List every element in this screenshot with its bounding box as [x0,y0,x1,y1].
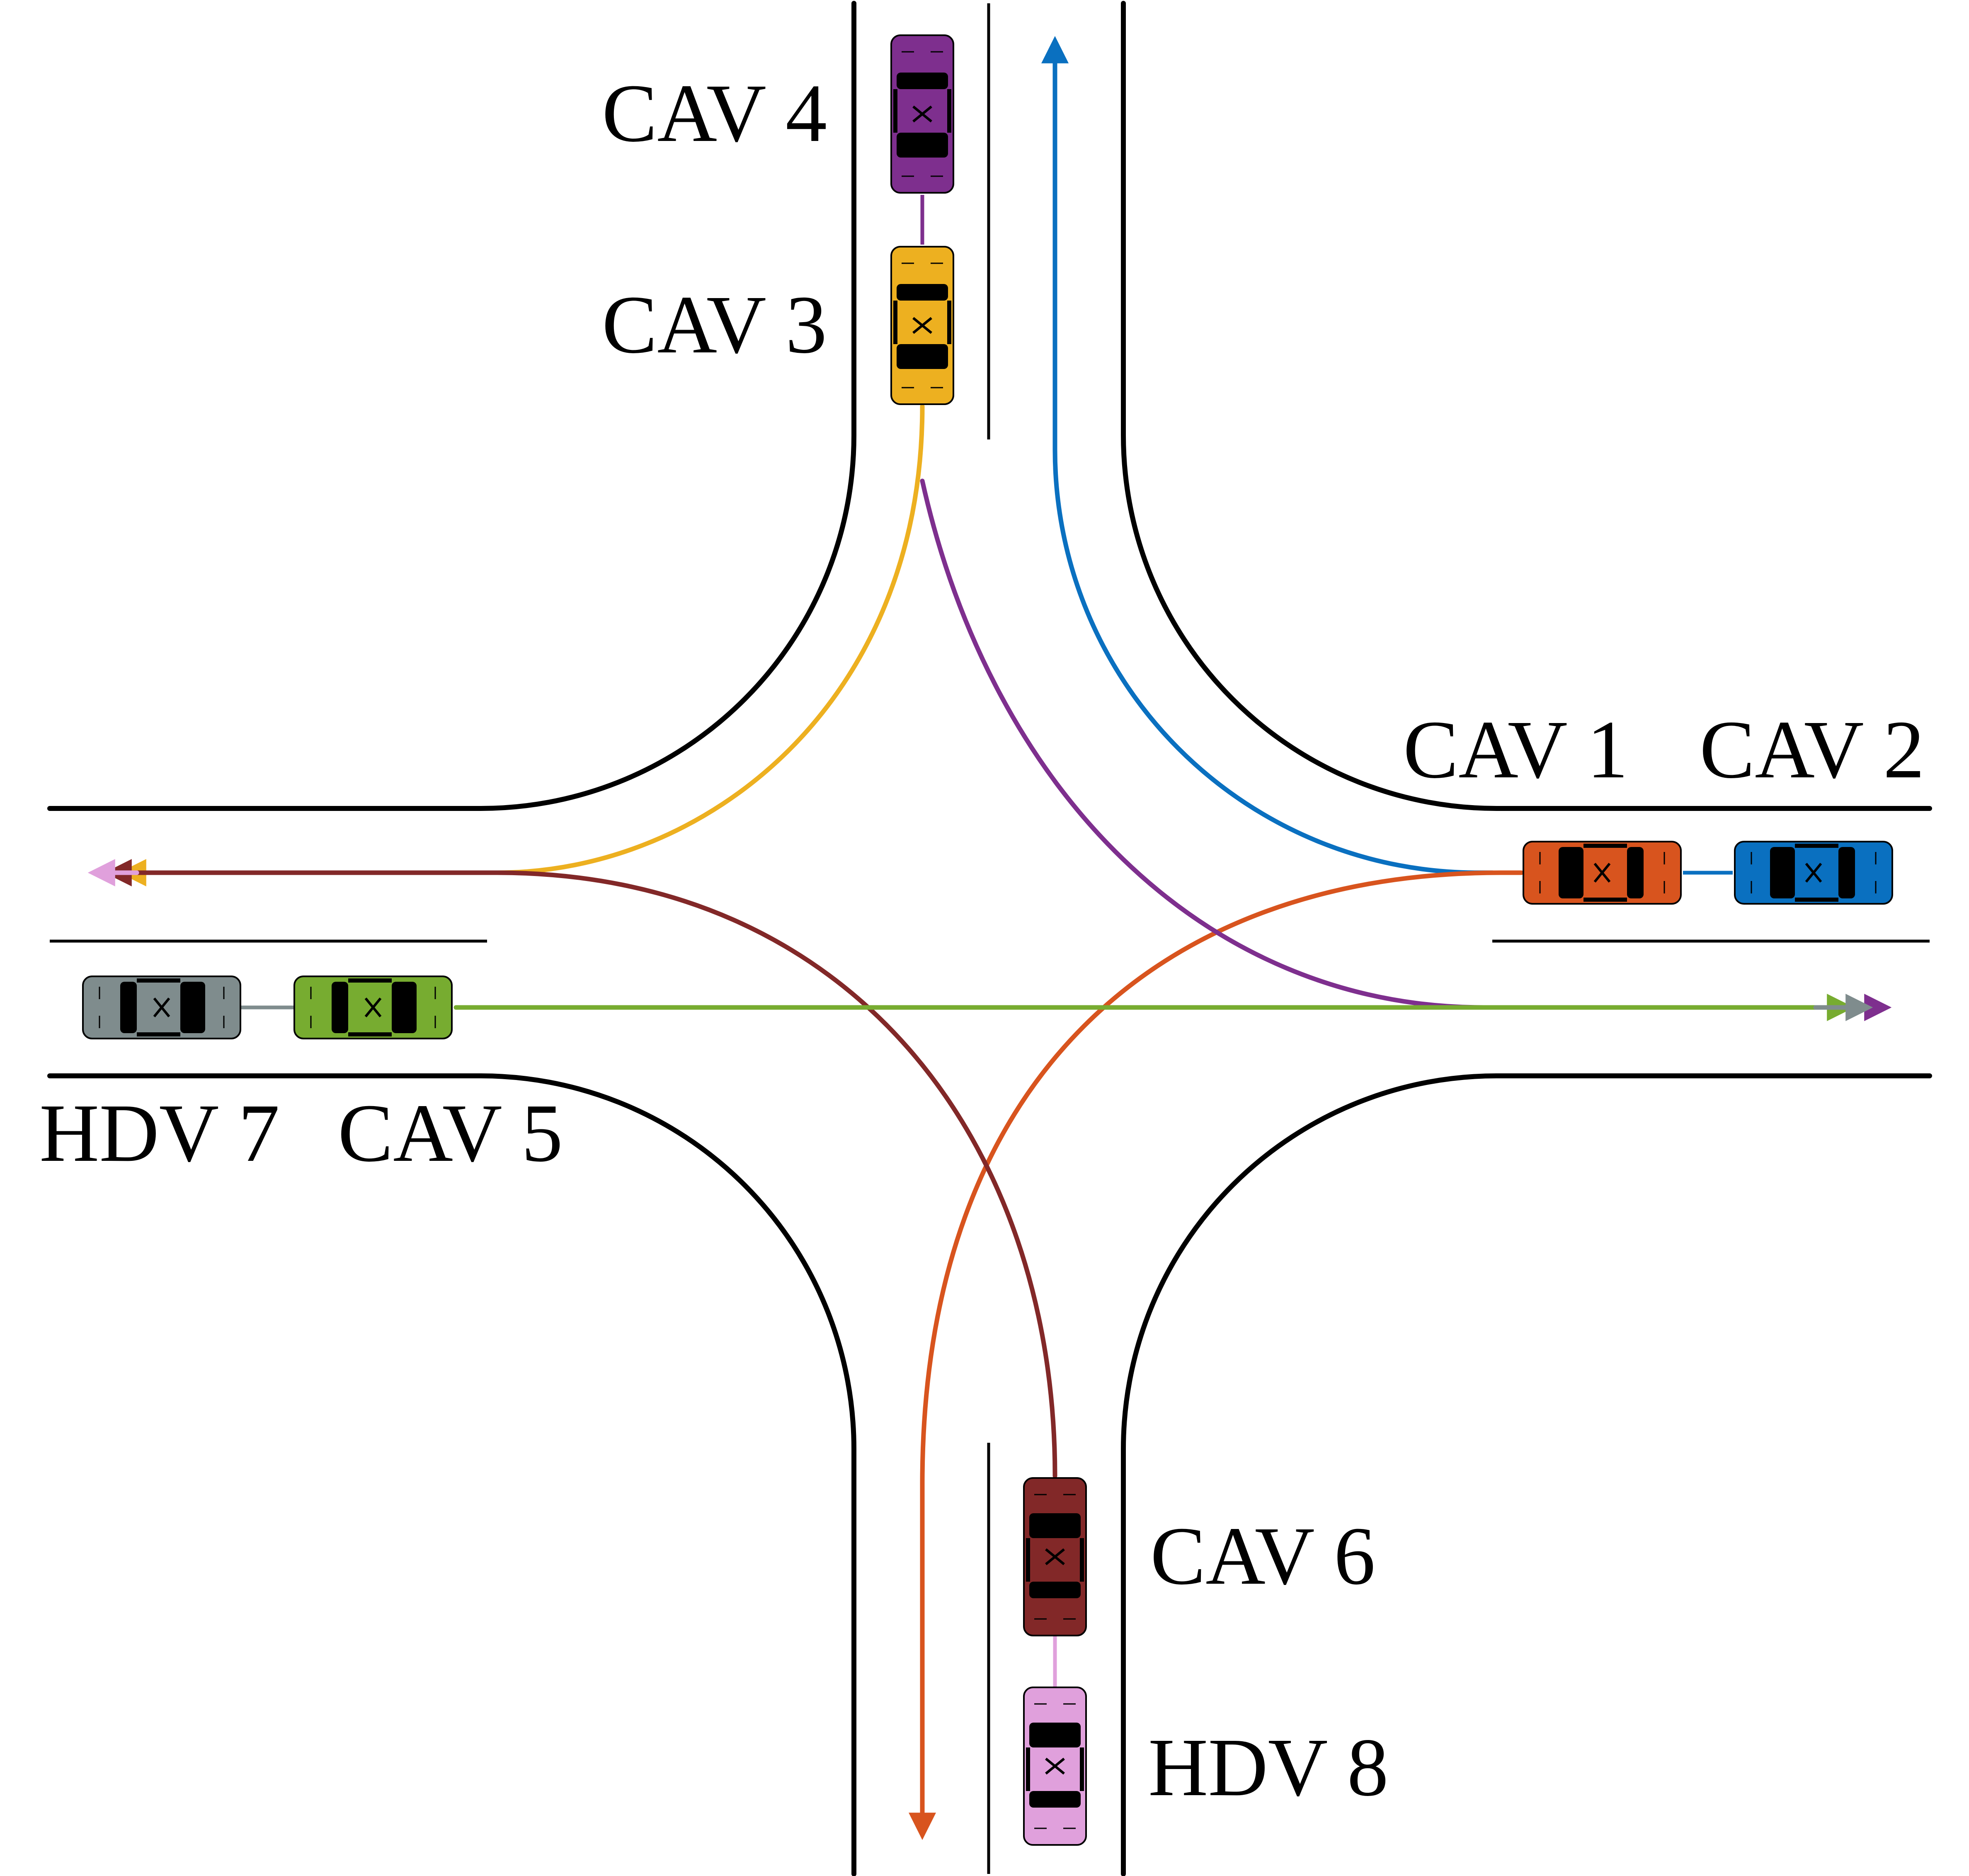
trajectory-cav-2 [1041,36,1495,875]
road-boundaries [47,1,1932,1876]
label-cav-6: CAV 6 [1150,1510,1375,1602]
trajectory-cav-1 [909,870,1524,1840]
vehicle-cav-6 [1023,1477,1087,1636]
vehicle-cav-5 [293,976,453,1039]
vehicle-labels: CAV 4 CAV 3 CAV 1 CAV 2 HDV 7 CAV 5 CAV … [39,68,1925,1813]
vehicle-cav-1 [1523,841,1682,905]
north-west-curb [47,1,856,811]
label-cav-2: CAV 2 [1700,704,1925,796]
label-cav-1: CAV 1 [1403,704,1628,796]
label-cav-4: CAV 4 [602,68,827,159]
trajectory-cav-3 [119,404,925,886]
trajectory-cav-4 [920,478,1892,1021]
label-hdv-8: HDV 8 [1148,1722,1389,1813]
vehicle-hdv-8 [1023,1687,1087,1846]
lane-dividers [50,3,1930,1874]
trajectory-cav-6 [104,859,1057,1478]
platoon-links [240,195,1733,1687]
vehicle-cav-4 [890,34,954,194]
north-east-curb [1121,1,1932,811]
label-hdv-7: HDV 7 [39,1087,280,1179]
vehicle-cav-2 [1734,841,1893,905]
label-cav-3: CAV 3 [602,279,827,371]
label-cav-5: CAV 5 [338,1087,563,1179]
south-west-curb [47,1073,856,1876]
vehicle-cav-3 [890,246,954,405]
south-east-curb [1121,1073,1932,1876]
trajectories [87,36,1892,1840]
vehicle-hdv-7 [82,976,241,1039]
vehicles [82,34,1893,1846]
